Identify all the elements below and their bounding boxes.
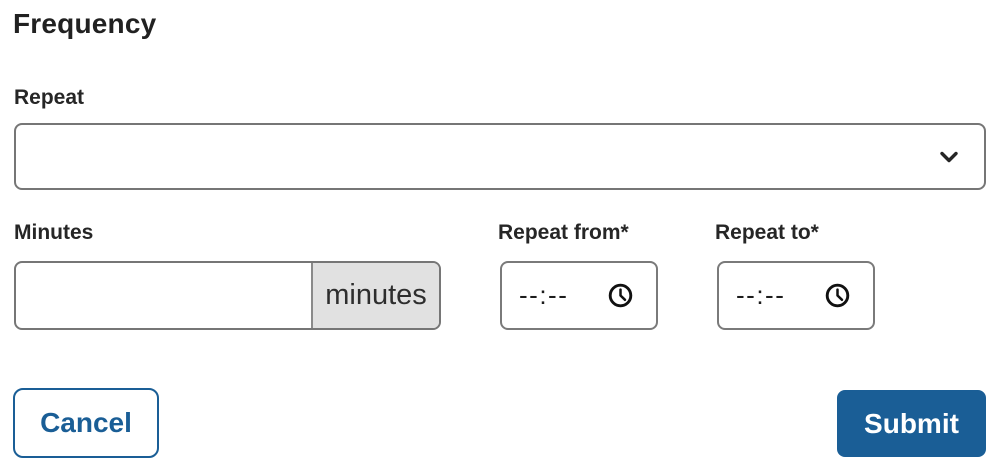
repeat-to-time-placeholder: --:-- <box>736 280 786 310</box>
minutes-input[interactable] <box>16 263 311 328</box>
repeat-to-label: Repeat to* <box>715 221 819 244</box>
repeat-select[interactable] <box>14 123 986 190</box>
minutes-label: Minutes <box>14 221 94 244</box>
repeat-from-label: Repeat from* <box>498 221 629 244</box>
submit-button[interactable]: Submit <box>837 390 986 457</box>
clock-icon[interactable] <box>606 281 635 310</box>
cancel-button[interactable]: Cancel <box>13 388 159 458</box>
clock-icon[interactable] <box>823 281 852 310</box>
chevron-down-icon <box>940 151 958 162</box>
repeat-label: Repeat <box>14 86 85 109</box>
minutes-unit-suffix: minutes <box>311 263 439 328</box>
repeat-from-time-placeholder: --:-- <box>519 280 569 310</box>
minutes-input-group: minutes <box>14 261 441 330</box>
page-title: Frequency <box>13 8 157 39</box>
repeat-from-time-input[interactable]: --:-- <box>500 261 658 330</box>
repeat-to-time-input[interactable]: --:-- <box>717 261 875 330</box>
